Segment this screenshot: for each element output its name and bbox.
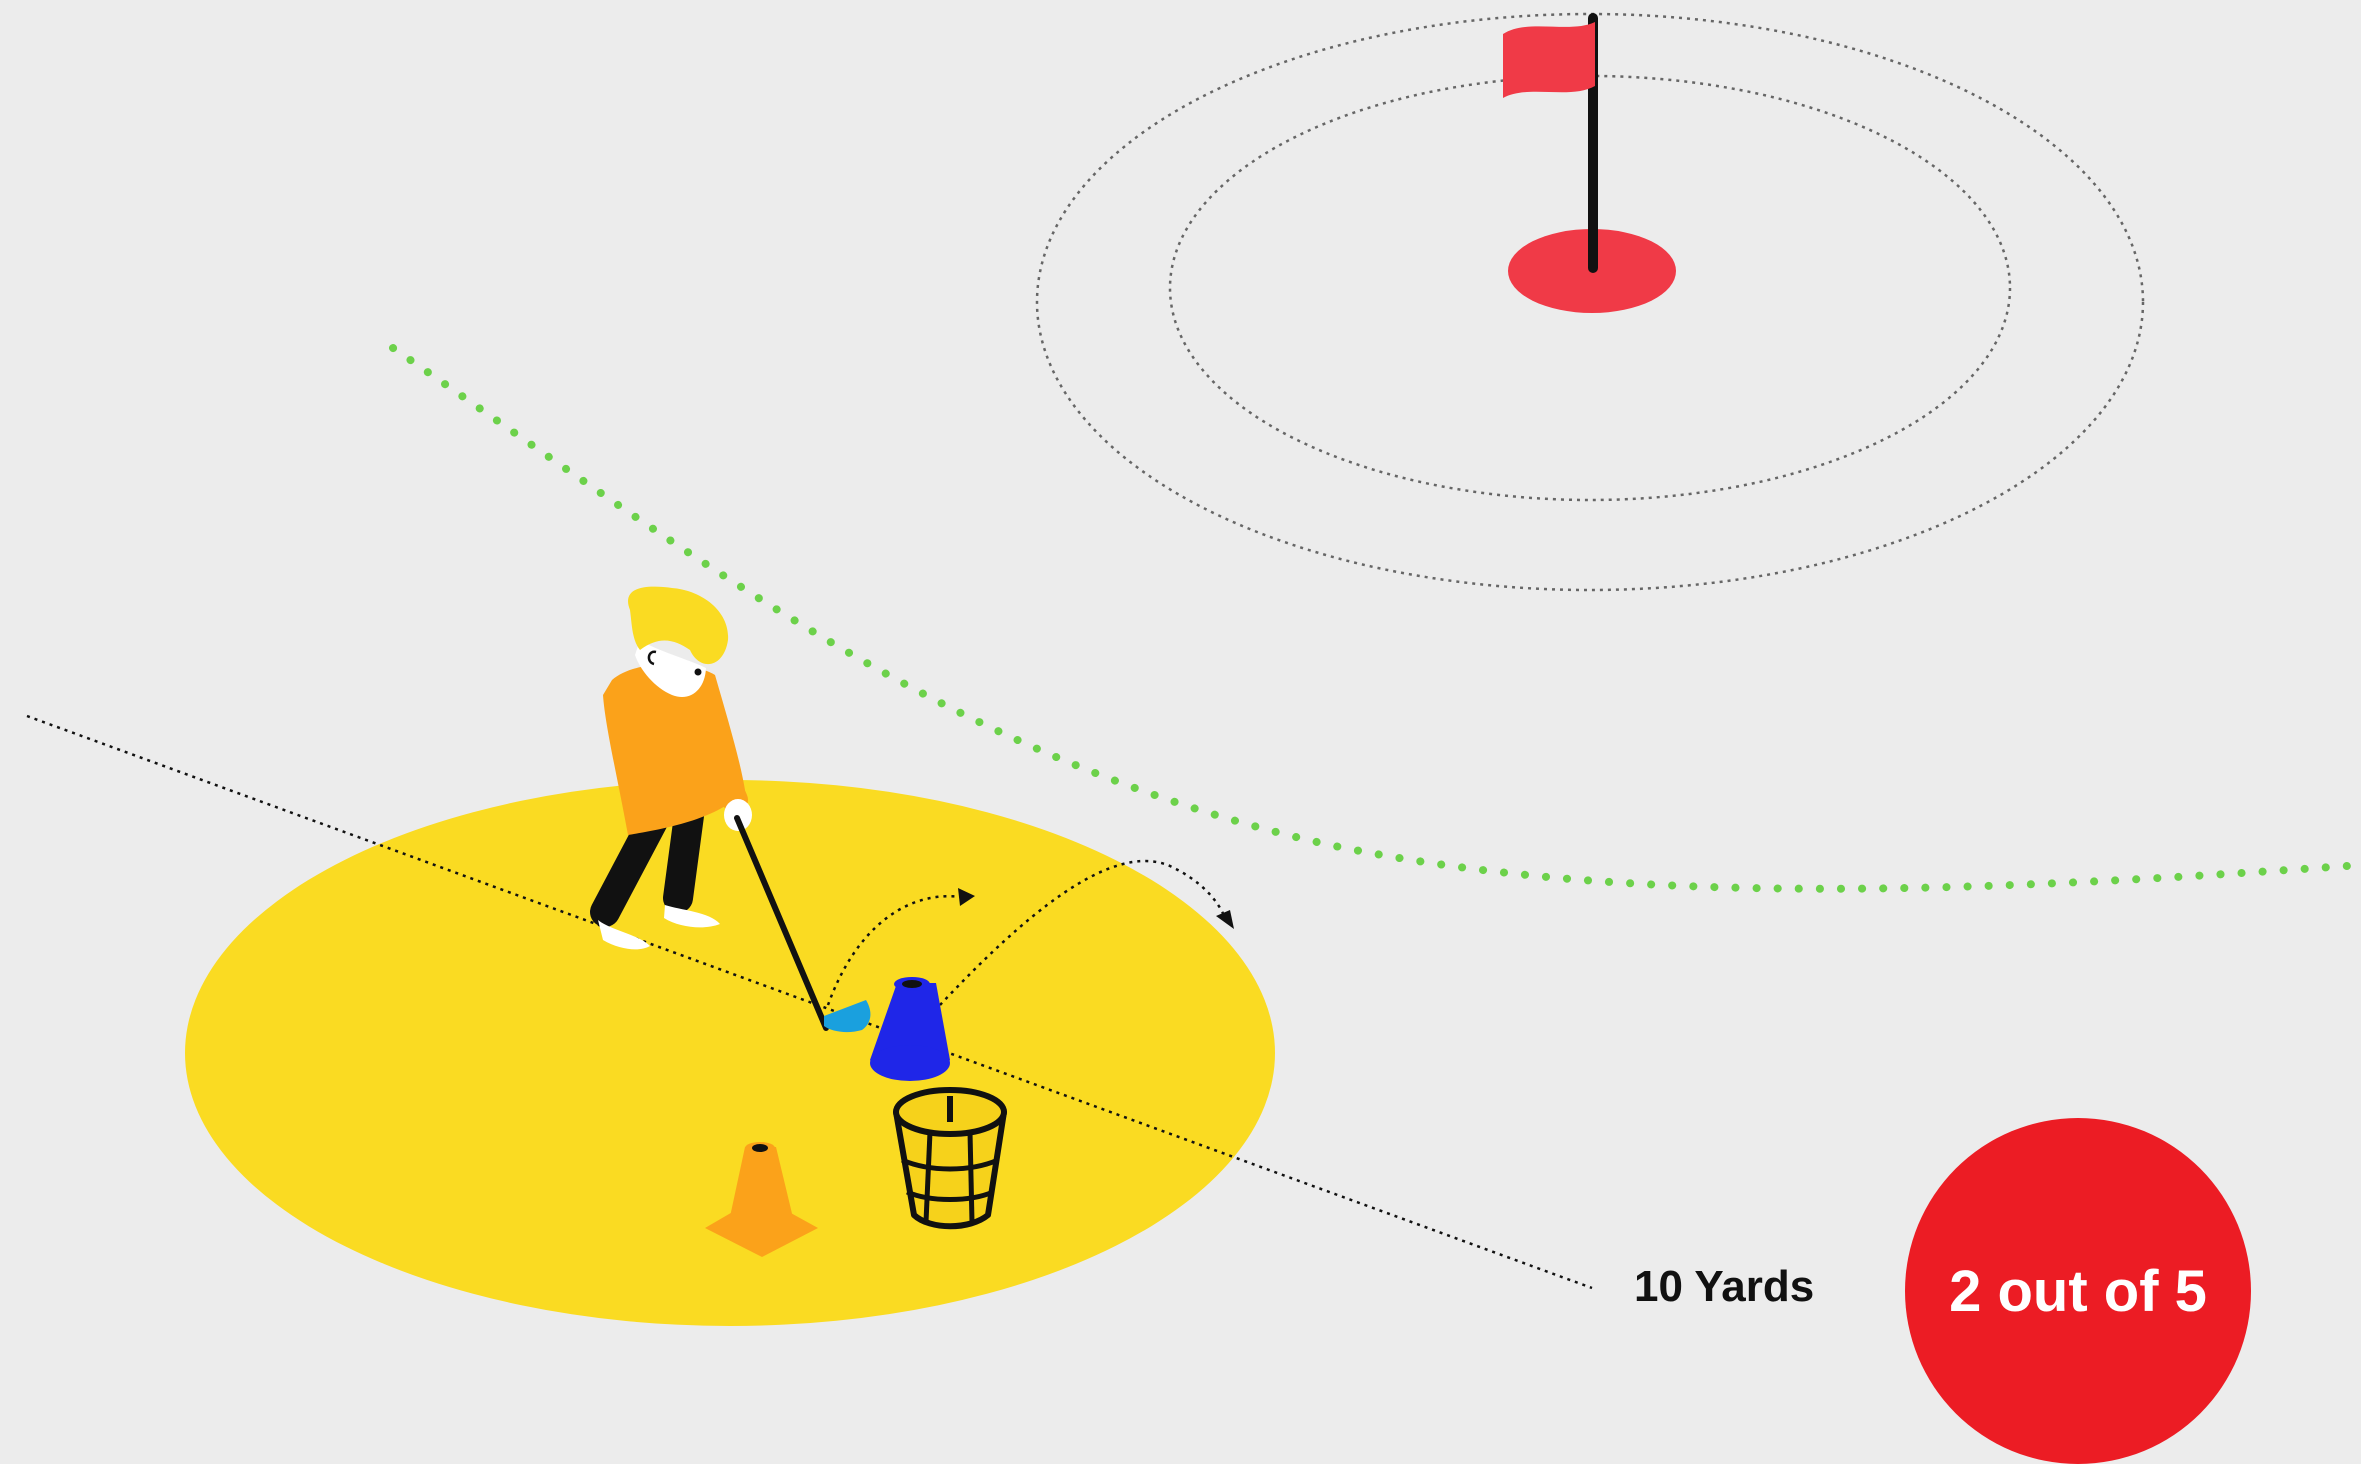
- target-cone-base: [870, 1045, 950, 1081]
- distance-label: 10 Yards: [1634, 1262, 1814, 1312]
- score-badge: 2 out of 5: [1905, 1118, 2251, 1464]
- basket-slat: [970, 1132, 972, 1222]
- long-arc-arrowhead: [1216, 910, 1234, 929]
- flag-icon: [1503, 18, 1676, 313]
- cone-hole: [752, 1144, 768, 1152]
- target-cone-hole: [902, 980, 922, 988]
- flag-cloth: [1503, 22, 1595, 98]
- score-text: 2 out of 5: [1949, 1258, 2207, 1325]
- ball-basket-icon: [896, 1090, 1004, 1226]
- hitting-zone: [185, 780, 1275, 1326]
- golfer-eye: [695, 669, 702, 676]
